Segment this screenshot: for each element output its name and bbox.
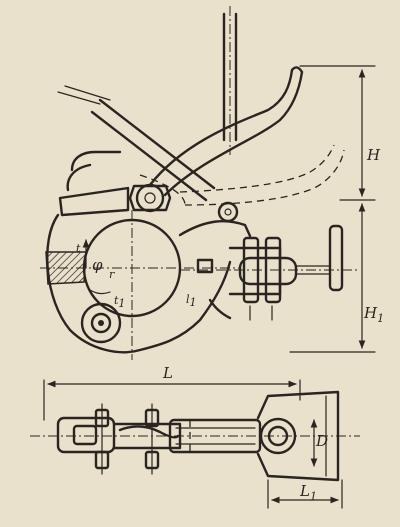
label-r: r [109, 268, 115, 281]
label-phi: φ [92, 256, 103, 274]
clamp-elevation-view: H H1 t φ r t1 l1 [40, 6, 384, 360]
dimension-H: H [299, 65, 381, 201]
dimension-L1: L1 [267, 479, 343, 509]
label-t1: t1 [114, 294, 125, 310]
tension-link [180, 224, 360, 321]
label-H: H [366, 146, 381, 164]
plan-bolts [94, 403, 160, 475]
clamp-ring-body [40, 210, 252, 360]
label-D: D [315, 432, 328, 450]
lower-pivot-bolt [80, 302, 122, 344]
vertical-tube [222, 6, 238, 155]
label-H1: H1 [363, 304, 384, 325]
hook-arm-dashed [139, 144, 345, 206]
hatched-wedge [45, 251, 87, 285]
label-L1: L1 [299, 482, 317, 503]
label-t: t [76, 242, 81, 255]
label-L: L [162, 364, 173, 382]
plan-eye-plate: D [256, 390, 340, 482]
plan-left-block [30, 416, 360, 454]
label-l1: l1 [186, 293, 197, 309]
lever-handle [57, 85, 239, 223]
upper-coupler-block [58, 150, 172, 217]
dimension-L: L [43, 364, 301, 421]
hook-arm-solid [148, 66, 304, 197]
clamp-plan-view: L [30, 364, 360, 509]
ring-annotations: t φ r t1 l1 [76, 239, 197, 310]
dimension-H1: H1 [289, 203, 384, 353]
